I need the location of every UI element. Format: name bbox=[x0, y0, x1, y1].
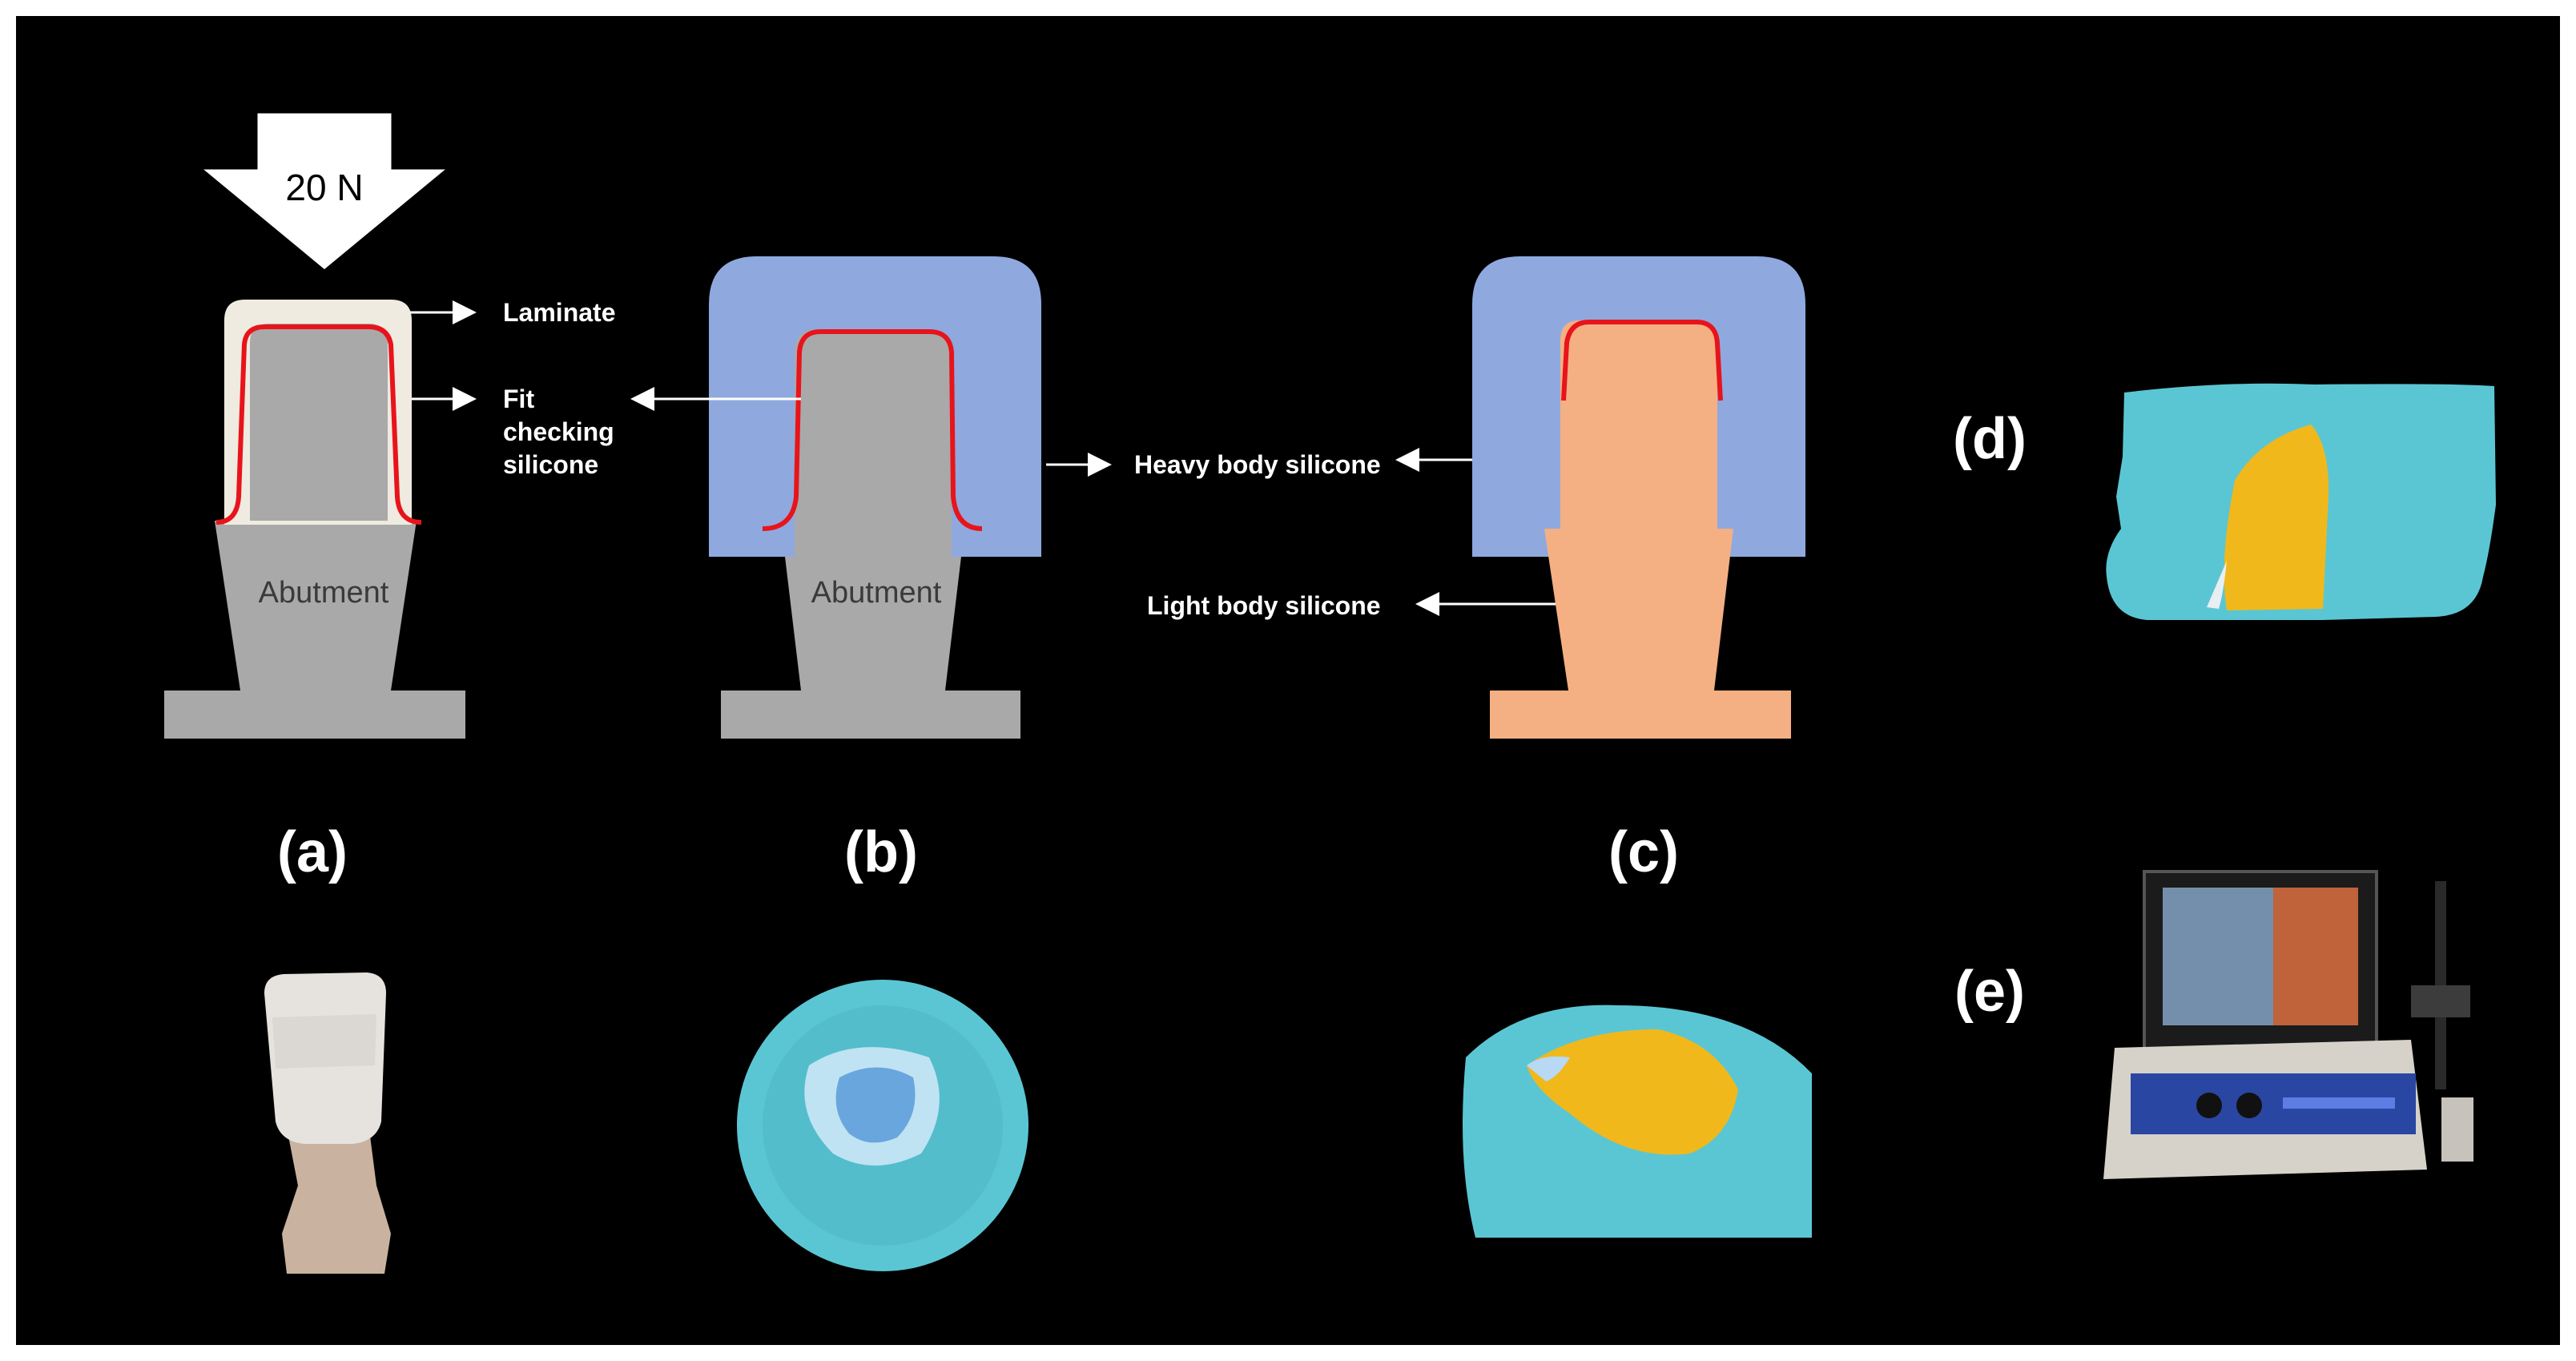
schematic-c: (c) bbox=[1472, 256, 1805, 884]
photo-b-impression-top bbox=[737, 980, 1028, 1271]
photo-c-impression-side bbox=[1463, 1005, 1812, 1238]
panel-label-b: (b) bbox=[844, 820, 918, 884]
schematic-b: Abutment (b) bbox=[630, 256, 1041, 884]
abutment-taper-b bbox=[785, 557, 961, 691]
fit-line-c bbox=[1561, 320, 1723, 401]
abutment-core-b bbox=[795, 330, 952, 561]
fit-line bbox=[215, 324, 422, 525]
light-body-taper bbox=[1544, 529, 1733, 691]
abutment-core bbox=[250, 324, 388, 521]
abutment-taper bbox=[215, 521, 417, 691]
fit-line-b bbox=[762, 329, 983, 531]
laminate-label: Laminate bbox=[503, 298, 615, 327]
panel-label-d: (d) bbox=[1953, 407, 2027, 471]
force-label: 20 N bbox=[285, 167, 363, 208]
photo-laminate-model bbox=[264, 972, 391, 1274]
abutment-base bbox=[164, 691, 465, 739]
abutment-label-b: Abutment bbox=[811, 576, 942, 610]
abutment-label-a: Abutment bbox=[259, 576, 389, 610]
panel-label-e: (e) bbox=[1954, 960, 2025, 1024]
light-body-core bbox=[1560, 320, 1717, 561]
light-body-label: Light body silicone bbox=[1147, 591, 1381, 620]
fit-label-line2: checking bbox=[503, 417, 614, 446]
panel-label-c: (c) bbox=[1608, 820, 1679, 884]
panel-label-a: (a) bbox=[277, 820, 348, 884]
photo-e-microscope bbox=[2103, 870, 2473, 1179]
abutment-base-b bbox=[721, 691, 1020, 739]
fit-label-line3: silicone bbox=[503, 450, 598, 479]
fit-label-line1: Fit bbox=[503, 385, 534, 413]
force-arrow-icon bbox=[196, 111, 453, 272]
heavy-body-label: Heavy body silicone bbox=[1134, 450, 1381, 479]
schematic-a: 20 N Abutment Laminate Fit checking sili… bbox=[164, 111, 615, 884]
light-body-base bbox=[1490, 691, 1791, 739]
photo-d-section bbox=[2106, 383, 2496, 620]
